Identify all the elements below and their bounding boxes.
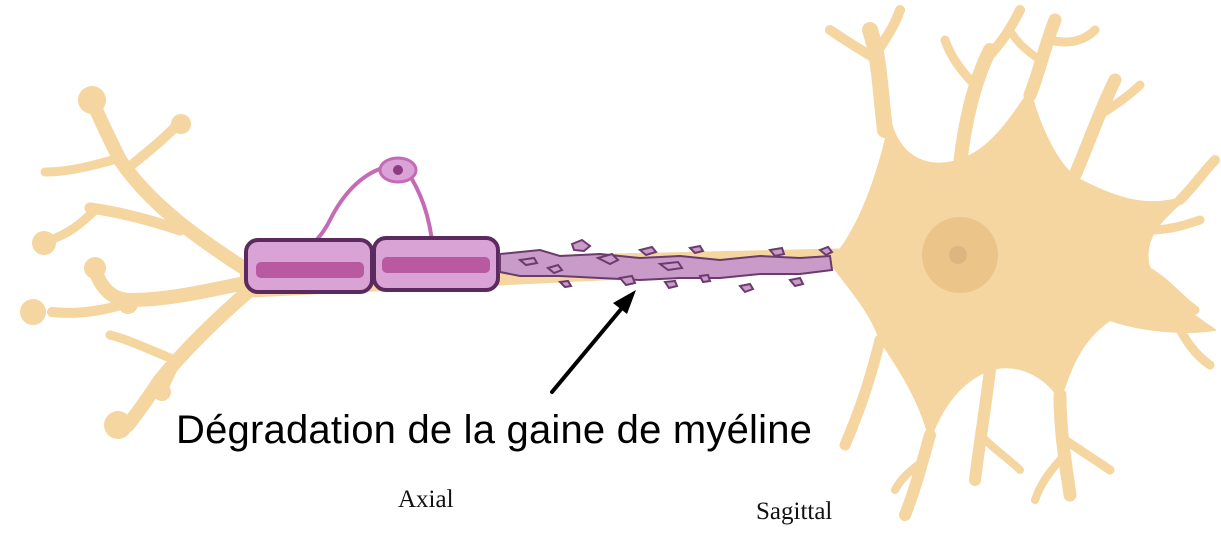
sagittal-label: Sagittal [756,498,832,526]
axon-terminal [42,100,250,425]
oligodendrocyte-nucleus [393,165,403,175]
myelin-degradation-label: Dégradation de la gaine de myéline [176,408,812,453]
axial-label: Axial [398,486,454,514]
arrow-up-right-icon [552,290,636,392]
myelin-debris [500,240,832,292]
nucleolus [949,246,967,264]
cell-body [830,10,1215,515]
myelin-sheath-intact [246,238,498,292]
